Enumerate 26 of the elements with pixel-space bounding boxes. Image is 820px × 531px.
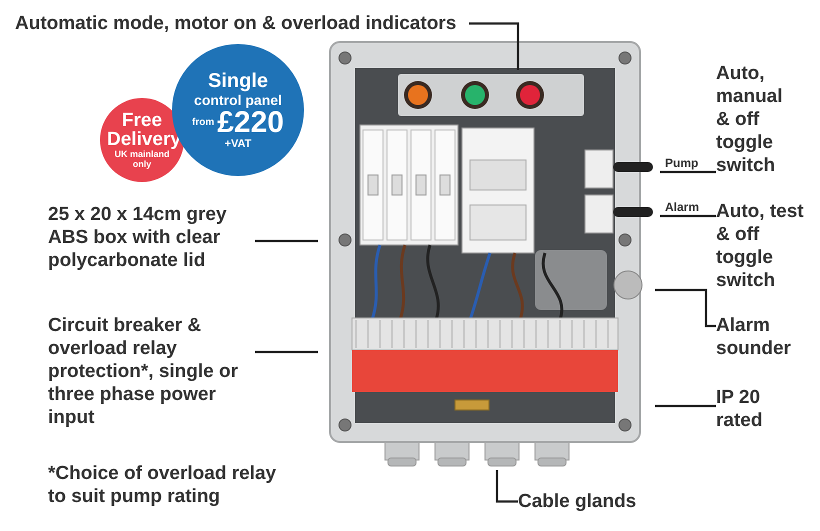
leader-line xyxy=(255,240,318,242)
callout-text: Automatic mode, motor on & overload indicators xyxy=(15,12,458,35)
leader-line xyxy=(655,404,716,408)
callout-text: 25 x 20 x 14cm grey ABS box with clear polycarbonate lid xyxy=(48,203,228,272)
leader-line xyxy=(255,350,318,354)
badge-text: UK mainland only xyxy=(113,149,170,169)
badge-text: Single xyxy=(208,70,268,92)
callout-text: Auto, test & off toggle switch xyxy=(716,200,805,292)
badge-text: from xyxy=(192,117,214,129)
callout-text: Auto, manual & off toggle switch xyxy=(716,62,784,177)
badge-text: £220 xyxy=(217,108,284,138)
callout-text: Cable glands xyxy=(518,490,638,513)
leader-line xyxy=(660,214,716,218)
badge-text: +VAT xyxy=(224,138,252,150)
callout-text: IP 20 rated xyxy=(716,386,764,432)
leader-line xyxy=(469,22,520,70)
badge-text: Free Delivery xyxy=(107,111,177,149)
edge-label: Pump xyxy=(663,156,700,170)
leader-line xyxy=(660,170,716,174)
edge-label: Alarm xyxy=(663,200,702,214)
badge-text: control panel xyxy=(194,92,282,108)
callout-text: Alarm sounder xyxy=(716,314,792,360)
callout-text: Circuit breaker & overload relay protection*, single or three phase power input xyxy=(48,314,240,429)
leader-line xyxy=(655,288,716,328)
leader-line xyxy=(496,470,518,503)
footnote-text: *Choice of overload relay to suit pump rating xyxy=(48,462,278,508)
